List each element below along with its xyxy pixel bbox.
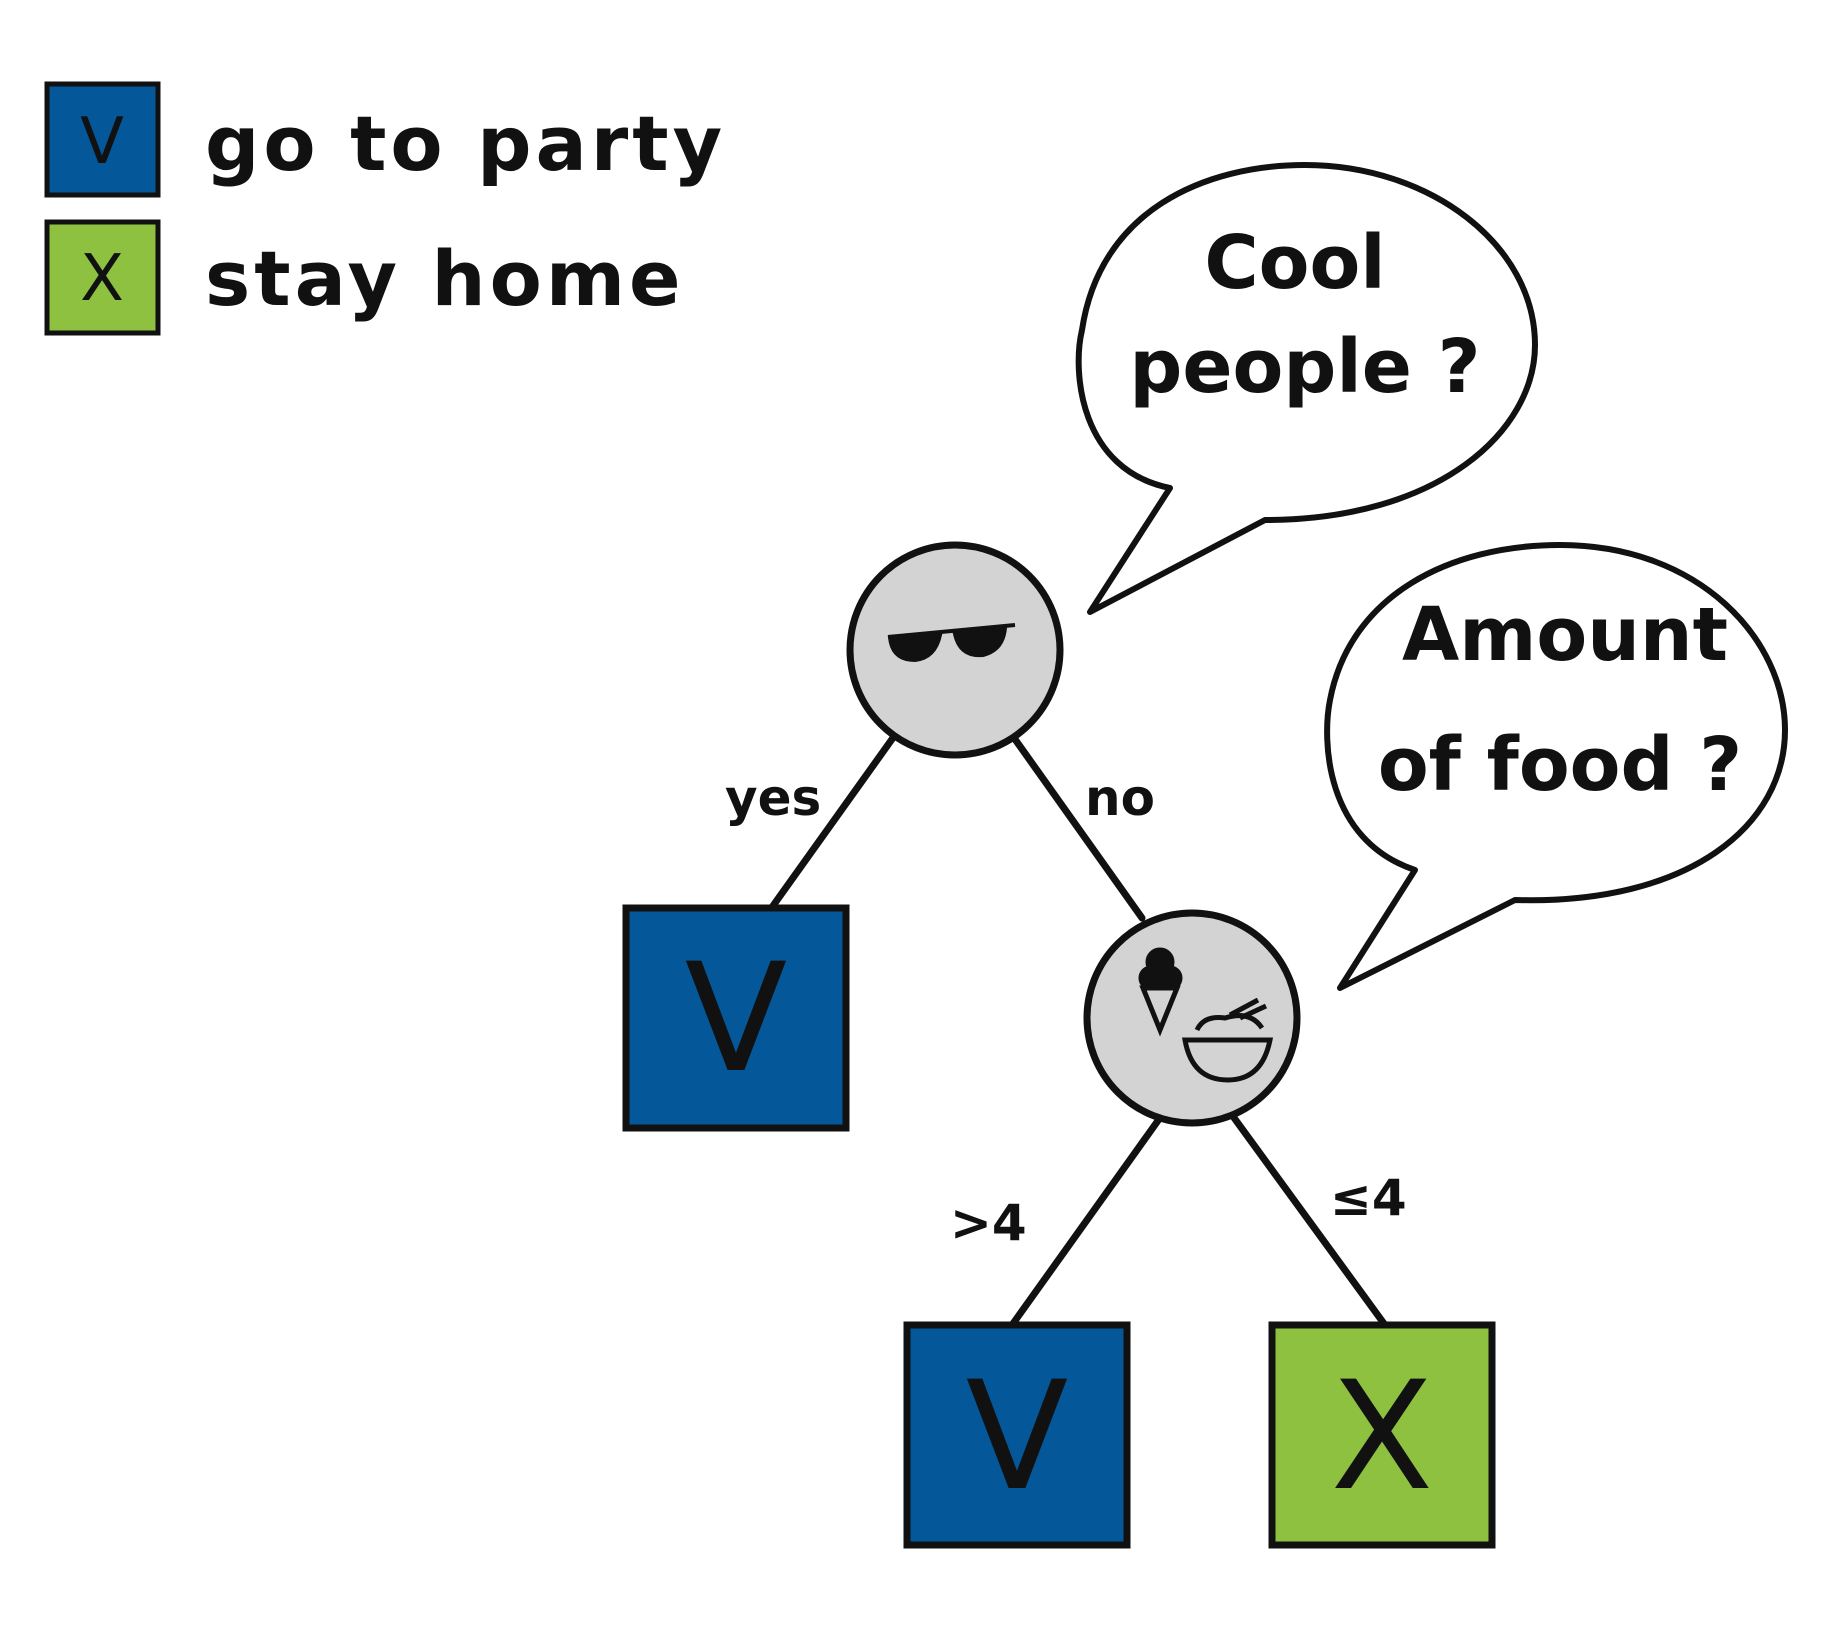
leaf-le4-box	[1268, 1321, 1496, 1549]
leaf-yes-box	[622, 904, 850, 1132]
edge-label-le4: ≤4	[1330, 1169, 1407, 1227]
legend-label-stay: stay home	[205, 234, 685, 323]
speech-bubble-cool-people: Cool people ?	[1075, 162, 1538, 615]
leaf-gt4: V	[903, 1321, 1131, 1549]
legend-swatch-stay-mark: X	[80, 242, 124, 316]
edge-root-no	[1008, 731, 1146, 922]
leaf-le4: X	[1268, 1321, 1496, 1549]
edge-food-gt4	[1008, 1111, 1166, 1329]
leaf-gt4-mark: V	[966, 1350, 1069, 1524]
question-amount-food-line1: Amount	[1402, 592, 1728, 678]
decision-node-root-circle	[846, 541, 1064, 759]
leaf-gt4-box	[903, 1321, 1131, 1549]
leaf-yes: V	[622, 904, 850, 1132]
edge-labels: yes no >4 ≤4	[725, 769, 1407, 1252]
leaf-le4-mark: X	[1331, 1350, 1434, 1524]
question-cool-people-line1: Cool	[1204, 220, 1385, 306]
decision-node-food-circle	[1083, 909, 1301, 1127]
question-amount-food-line2: of food ?	[1378, 722, 1742, 808]
ice-cream-icon	[1138, 947, 1183, 1037]
speech-bubble-cool-people-shape	[1075, 162, 1538, 615]
edge-food-le4	[1228, 1111, 1389, 1329]
legend-swatch-stay	[44, 219, 161, 336]
question-cool-people-line2: people ?	[1129, 324, 1480, 410]
sunglasses-icon	[887, 623, 1016, 663]
legend: V go to party X stay home	[44, 81, 726, 336]
legend-swatch-go-mark: V	[80, 105, 124, 179]
decision-node-root	[846, 541, 1064, 759]
legend-label-go: go to party	[205, 99, 726, 188]
speech-bubble-amount-food-shape	[1324, 542, 1788, 991]
tree-edges	[766, 731, 1389, 1329]
decision-node-food	[1083, 909, 1301, 1127]
edge-label-no: no	[1085, 769, 1155, 827]
speech-bubble-amount-food: Amount of food ?	[1324, 542, 1788, 991]
edge-label-yes: yes	[725, 769, 821, 827]
ice-cream-and-bowl-icon	[1138, 947, 1274, 1083]
bowl-icon	[1182, 997, 1274, 1083]
edge-root-yes	[766, 731, 899, 914]
leaf-yes-mark: V	[685, 932, 788, 1106]
legend-swatch-go	[44, 81, 161, 198]
edge-label-gt4: >4	[950, 1194, 1027, 1252]
